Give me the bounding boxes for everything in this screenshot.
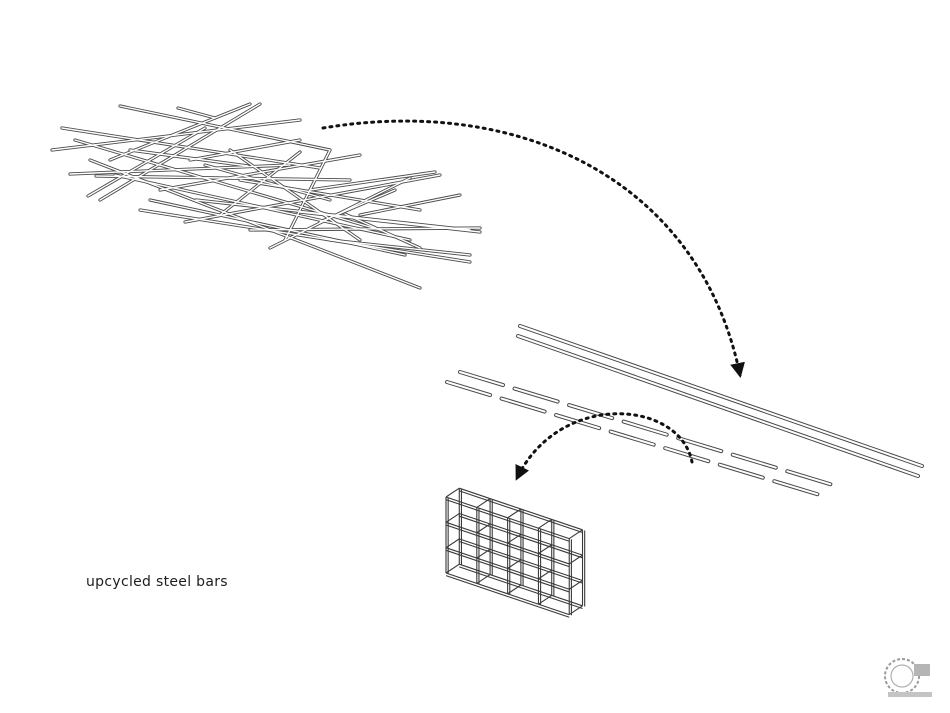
segment-row1-inner-0 (459, 371, 505, 387)
grid-depth-0-2 (445, 538, 460, 549)
bar-core-27 (95, 175, 351, 181)
bar-core-0 (61, 127, 321, 169)
grid-depth-2-0 (507, 508, 522, 519)
bar-core-18 (299, 211, 481, 233)
grid-depth-0-0 (445, 487, 460, 498)
bar-core-31 (149, 199, 406, 256)
grid-horizontal-1-2 (459, 538, 583, 581)
grid-horizontal-inner-1-0 (459, 490, 583, 533)
bar-core-6 (119, 105, 331, 151)
grid-depth-1-0 (476, 498, 491, 508)
segment-row2-inner-1 (500, 397, 546, 413)
segment-row1-inner-3 (622, 420, 668, 436)
grid-horizontal-inner-0-3 (445, 575, 570, 618)
grid-horizontal-inner-1-2 (459, 541, 583, 584)
grid-depth-1-2 (476, 548, 491, 559)
bar-core-9 (177, 107, 216, 119)
segment-row2-inner-5 (718, 463, 764, 479)
grid-depth-3-0 (538, 518, 553, 529)
segment-row2-inner-3 (609, 430, 655, 446)
grid-depth-2-2 (507, 559, 522, 569)
seal-logo-icon (884, 658, 932, 697)
grid-horizontal-inner-0-0 (445, 499, 570, 542)
segment-row1-inner-1 (513, 387, 559, 403)
segment-row2-inner-0 (446, 381, 492, 397)
grid-horizontal-inner-0-1 (445, 524, 570, 568)
grid-depth-3-3 (538, 594, 553, 605)
grid-depth-1-1 (476, 523, 491, 534)
bar-core-30 (229, 149, 361, 241)
cut-bar-segments (445, 370, 833, 497)
segment-row2-inner-4 (664, 447, 710, 463)
grid-horizontal-inner-1-3 (459, 566, 583, 609)
segment-row1-inner-5 (731, 453, 777, 469)
grid-depth-0-1 (445, 513, 460, 523)
grid-horizontal-inner-1-1 (459, 515, 583, 559)
bar-core-12 (204, 164, 331, 201)
bar-core-10 (184, 174, 441, 223)
bar-core-8 (159, 154, 361, 191)
bar-core-14 (239, 179, 421, 211)
grid-depth-0-3 (445, 563, 460, 574)
segment-row1-inner-2 (568, 404, 614, 420)
segment-row2-inner-6 (773, 480, 819, 496)
grid-depth-2-3 (507, 584, 522, 595)
segment-row1-inner-6 (786, 470, 832, 486)
arrow-pile-to-bars (321, 119, 745, 378)
grid-depth-3-1 (538, 544, 553, 554)
grid-depth-3-2 (538, 569, 553, 580)
bar-core-28 (189, 139, 301, 161)
grid-depth-4-2 (568, 580, 583, 590)
steel-grid-module (445, 487, 586, 618)
grid-depth-4-3 (568, 605, 583, 616)
grid-depth-4-0 (568, 529, 583, 540)
bar-core-29 (359, 194, 461, 216)
bar-core-17 (284, 149, 331, 241)
straightened-long-bars (516, 324, 924, 478)
bar-core-19 (309, 171, 436, 191)
segment-row1-inner-4 (677, 437, 723, 453)
bar-core-20 (319, 189, 396, 223)
segment-row2-inner-2 (555, 414, 601, 430)
grid-horizontal-inner-0-2 (445, 549, 570, 593)
bar-core-24 (87, 127, 206, 197)
scattered-steel-bars-core (51, 103, 481, 289)
bar-core-22 (344, 213, 421, 249)
bar-core-7 (139, 209, 471, 263)
bar-core-26 (129, 149, 249, 167)
caption-label: upcycled steel bars (86, 574, 228, 590)
bar-core-4 (99, 103, 261, 201)
grid-depth-4-1 (568, 554, 583, 565)
arrow-segments-to-grid (515, 412, 694, 481)
grid-depth-2-1 (507, 533, 522, 544)
grid-depth-1-3 (476, 574, 491, 584)
bar-core-21 (329, 239, 471, 256)
